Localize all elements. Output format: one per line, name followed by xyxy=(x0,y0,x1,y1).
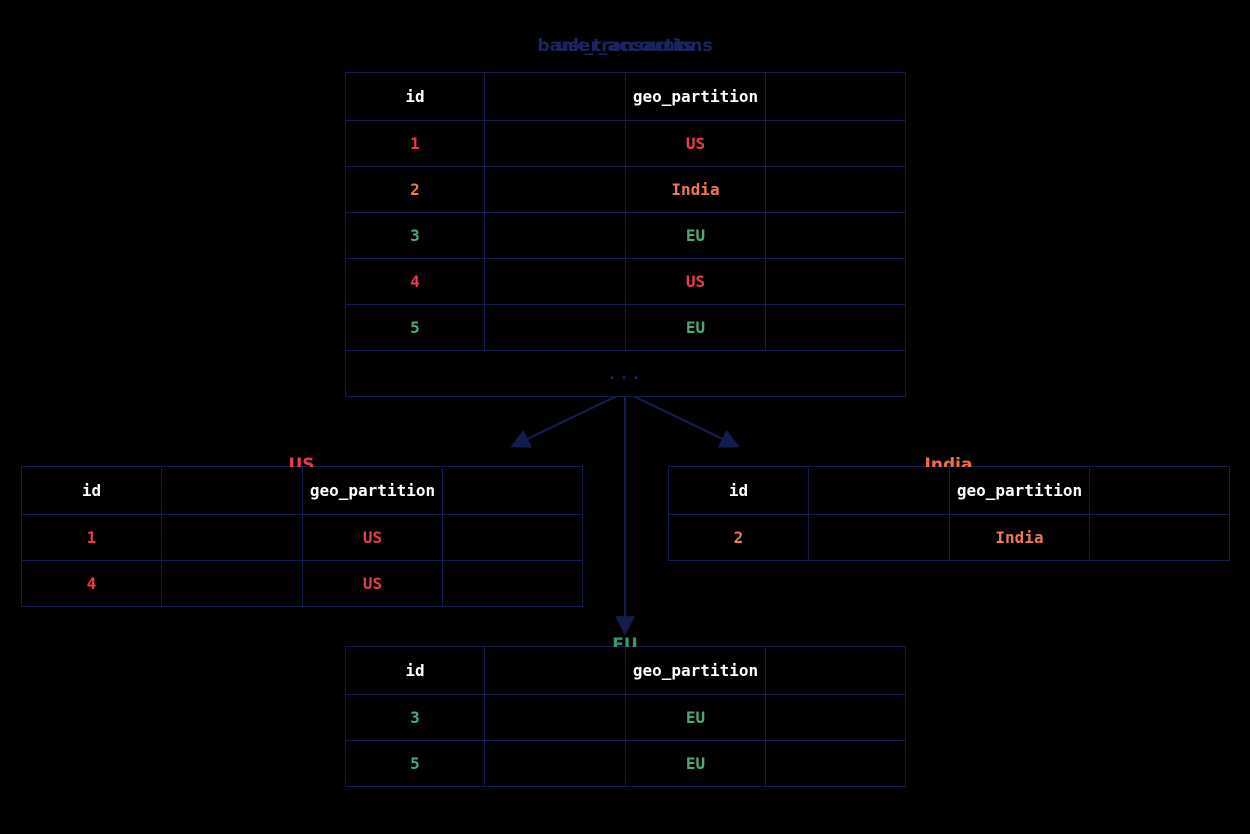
partition-table-eu-title: EU xyxy=(612,635,638,647)
cell-blank-2 xyxy=(765,258,906,305)
table-row: 5 EU xyxy=(345,740,906,787)
partition-us-col-geo-partition: geo_partition xyxy=(302,466,443,515)
partition-india-col-blank-1 xyxy=(808,466,950,515)
partition-table-india-title: India xyxy=(924,455,973,467)
main-table-block: bank_transactions user_accounts id geo_p… xyxy=(345,36,906,397)
table-row: 3 EU xyxy=(345,212,906,259)
cell-blank-1 xyxy=(484,258,626,305)
cell-blank-2 xyxy=(1089,514,1230,561)
partition-us-col-blank-2 xyxy=(442,466,583,515)
partition-table-us: id geo_partition 1 US 4 US xyxy=(21,466,583,607)
table-row: 4 US xyxy=(345,258,906,305)
partition-india-header-row: id geo_partition xyxy=(668,466,1230,515)
partition-eu-col-id: id xyxy=(345,646,485,695)
main-col-blank-1 xyxy=(484,72,626,121)
cell-blank-1 xyxy=(484,304,626,351)
partition-eu-header-row: id geo_partition xyxy=(345,646,906,695)
cell-geo-partition: US xyxy=(625,120,766,167)
cell-geo-partition: EU xyxy=(625,304,766,351)
cell-blank-1 xyxy=(484,166,626,213)
cell-blank-1 xyxy=(484,694,626,741)
cell-blank-2 xyxy=(765,304,906,351)
table-row: 1 US xyxy=(21,514,583,561)
main-col-id: id xyxy=(345,72,485,121)
cell-geo-partition: India xyxy=(625,166,766,213)
partition-us-header-row: id geo_partition xyxy=(21,466,583,515)
cell-id: 2 xyxy=(668,514,809,561)
cell-id: 2 xyxy=(345,166,485,213)
cell-blank-2 xyxy=(765,166,906,213)
table-row: 1 US xyxy=(345,120,906,167)
partition-table-india: id geo_partition 2 India xyxy=(668,466,1230,561)
cell-geo-partition: US xyxy=(302,560,443,607)
table-row: 2 India xyxy=(345,166,906,213)
cell-blank-2 xyxy=(765,694,906,741)
cell-blank-1 xyxy=(484,120,626,167)
cell-id: 3 xyxy=(345,694,485,741)
arrow-to-us xyxy=(510,391,626,448)
table-row-ellipsis: ... xyxy=(345,350,906,397)
cell-id: 4 xyxy=(21,560,162,607)
cell-id: 4 xyxy=(345,258,485,305)
partition-india-col-blank-2 xyxy=(1089,466,1230,515)
cell-blank-2 xyxy=(442,560,583,607)
cell-blank-2 xyxy=(765,120,906,167)
partition-table-india-block: India id geo_partition 2 India xyxy=(668,455,1230,561)
cell-blank-2 xyxy=(765,212,906,259)
arrow-to-india xyxy=(624,391,740,448)
partition-table-us-block: US id geo_partition 1 US xyxy=(21,455,583,607)
cell-geo-partition: EU xyxy=(625,212,766,259)
partition-us-col-blank-1 xyxy=(161,466,303,515)
partition-table-eu: id geo_partition 3 EU 5 EU xyxy=(345,646,906,787)
partition-eu-col-geo-partition: geo_partition xyxy=(625,646,766,695)
main-col-blank-2 xyxy=(765,72,906,121)
partition-table-eu-block: EU id geo_partition 3 EU xyxy=(345,635,906,787)
main-table-title-primary: bank_transactions xyxy=(537,36,713,56)
table-row: 2 India xyxy=(668,514,1230,561)
partition-india-col-id: id xyxy=(668,466,809,515)
cell-geo-partition: India xyxy=(949,514,1090,561)
table-row: 5 EU xyxy=(345,304,906,351)
partition-eu-col-blank-1 xyxy=(484,646,626,695)
cell-geo-partition: EU xyxy=(625,694,766,741)
cell-id: 1 xyxy=(21,514,162,561)
cell-id: 3 xyxy=(345,212,485,259)
partition-us-col-id: id xyxy=(21,466,162,515)
cell-geo-partition: US xyxy=(625,258,766,305)
main-col-geo-partition: geo_partition xyxy=(625,72,766,121)
main-table-title-secondary: user_accounts xyxy=(556,36,694,56)
partition-india-col-geo-partition: geo_partition xyxy=(949,466,1090,515)
cell-blank-1 xyxy=(484,740,626,787)
cell-blank-2 xyxy=(442,514,583,561)
cell-blank-1 xyxy=(484,212,626,259)
cell-id: 5 xyxy=(345,304,485,351)
cell-blank-1 xyxy=(161,560,303,607)
table-row: 3 EU xyxy=(345,694,906,741)
cell-geo-partition: EU xyxy=(625,740,766,787)
cell-blank-1 xyxy=(161,514,303,561)
cell-blank-1 xyxy=(808,514,950,561)
ellipsis-cell: ... xyxy=(345,350,906,397)
partition-eu-col-blank-2 xyxy=(765,646,906,695)
partition-table-us-title: US xyxy=(288,455,315,467)
cell-id: 1 xyxy=(345,120,485,167)
main-table-header-row: id geo_partition xyxy=(345,72,906,121)
cell-id: 5 xyxy=(345,740,485,787)
cell-geo-partition: US xyxy=(302,514,443,561)
main-table: id geo_partition 1 US 2 India xyxy=(345,72,906,397)
table-row: 4 US xyxy=(21,560,583,607)
cell-blank-2 xyxy=(765,740,906,787)
